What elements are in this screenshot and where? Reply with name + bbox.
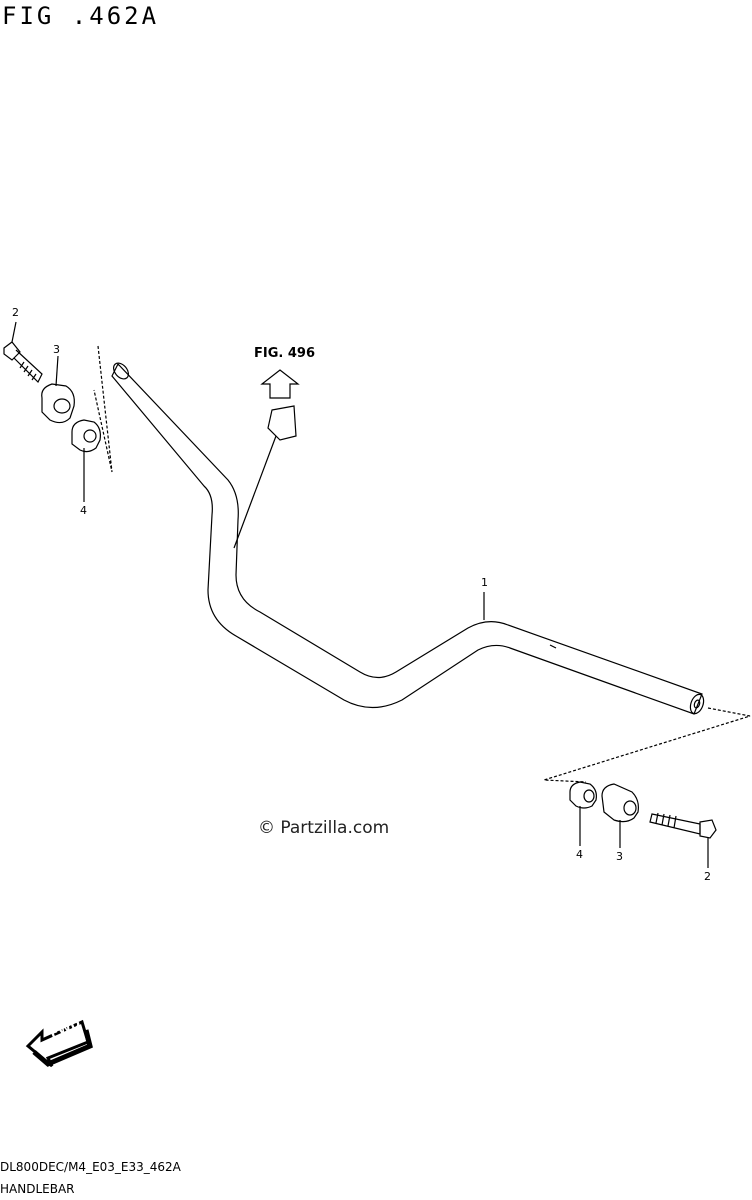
reference-arrow-icon bbox=[260, 369, 300, 399]
model-code: DL800DEC/M4_E03_E33_462A bbox=[0, 1160, 181, 1174]
grip-tag bbox=[267, 405, 297, 441]
handlebar-left-end bbox=[113, 362, 129, 380]
callout-right-holder-upper: 3 bbox=[616, 850, 623, 863]
callout-left-bolt: 2 bbox=[12, 306, 19, 319]
right-holder-upper bbox=[601, 783, 639, 823]
callout-right-holder-lower: 4 bbox=[576, 848, 583, 861]
fig-496-reference[interactable]: FIG. 496 bbox=[254, 346, 315, 361]
callout-left-holder-upper: 3 bbox=[53, 343, 60, 356]
watermark: © Partzilla.com bbox=[258, 818, 390, 838]
left-bolt bbox=[3, 341, 43, 384]
figure-title: FIG .462A bbox=[2, 2, 160, 30]
fwd-arrow-icon bbox=[25, 1019, 93, 1068]
handlebar-right-end bbox=[689, 693, 705, 715]
left-holder-lower bbox=[71, 419, 101, 453]
part-name: HANDLEBAR bbox=[0, 1182, 75, 1196]
right-holder-lower bbox=[569, 781, 597, 809]
callout-handlebar: 1 bbox=[481, 576, 488, 589]
callout-left-holder-lower: 4 bbox=[80, 504, 87, 517]
callout-right-bolt: 2 bbox=[704, 870, 711, 883]
handlebar-tube bbox=[111, 362, 703, 715]
left-holder-upper bbox=[41, 383, 75, 424]
right-bolt bbox=[649, 812, 717, 839]
